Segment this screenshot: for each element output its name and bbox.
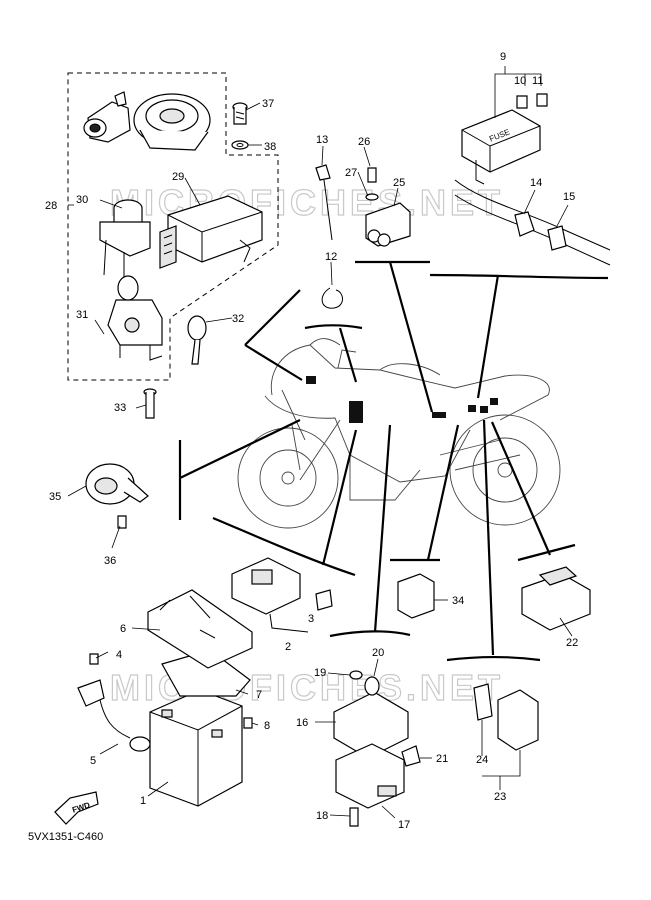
steering-lock-assembly-part[interactable] bbox=[107, 275, 163, 361]
callout-28: 28 bbox=[45, 200, 57, 212]
callout-5: 5 bbox=[90, 755, 96, 767]
battery-part[interactable] bbox=[149, 689, 243, 807]
ecu-17-part[interactable] bbox=[335, 743, 405, 809]
callout-labels: 1 2 3 4 5 6 7 8 9 10 11 12 13 14 15 16 1… bbox=[45, 51, 578, 831]
starter-relay-2-part[interactable] bbox=[231, 557, 309, 633]
module-22-part[interactable] bbox=[521, 566, 591, 631]
callout-18: 18 bbox=[316, 810, 328, 822]
battery-lead-5-part[interactable] bbox=[77, 679, 151, 752]
callout-leaders bbox=[67, 66, 573, 819]
callout-1: 1 bbox=[140, 795, 146, 807]
callout-33: 33 bbox=[114, 402, 126, 414]
clamp-21-part[interactable] bbox=[401, 745, 421, 767]
callout-25: 25 bbox=[393, 177, 405, 189]
callout-9: 9 bbox=[500, 51, 506, 63]
callout-21: 21 bbox=[436, 753, 448, 765]
callout-24: 24 bbox=[476, 754, 488, 766]
bolt-36-part[interactable] bbox=[117, 515, 127, 529]
callout-11: 11 bbox=[532, 75, 543, 87]
relay-34-part[interactable] bbox=[397, 573, 435, 619]
bolt-33-part[interactable] bbox=[143, 388, 157, 419]
diagram-code: 5VX1351-C460 bbox=[28, 831, 103, 843]
key-cylinder-part[interactable] bbox=[83, 91, 131, 143]
fuse-3-part[interactable] bbox=[315, 589, 333, 611]
callout-10: 10 bbox=[514, 75, 526, 87]
callout-22: 22 bbox=[566, 637, 578, 649]
callout-14: 14 bbox=[530, 177, 542, 189]
callout-3: 3 bbox=[308, 613, 314, 625]
callout-35: 35 bbox=[49, 491, 61, 503]
callout-19: 19 bbox=[314, 667, 326, 679]
band-12-part[interactable] bbox=[321, 287, 343, 309]
bolt-37-part[interactable] bbox=[232, 102, 248, 125]
callout-8: 8 bbox=[264, 720, 270, 732]
callout-30: 30 bbox=[76, 194, 88, 206]
washer-38-part[interactable] bbox=[231, 140, 249, 150]
leader-brackets bbox=[178, 260, 609, 662]
callout-4: 4 bbox=[116, 649, 122, 661]
key-part[interactable] bbox=[187, 315, 207, 365]
bolt-18-part[interactable] bbox=[349, 807, 359, 827]
callout-34: 34 bbox=[452, 595, 464, 607]
relay-25-part[interactable] bbox=[365, 202, 411, 247]
damper-20-part[interactable] bbox=[364, 676, 380, 696]
wire-harness-14-15-part[interactable] bbox=[454, 179, 611, 266]
bolt-4-part[interactable] bbox=[89, 653, 99, 665]
fuse-11-part[interactable] bbox=[536, 93, 548, 107]
callout-32: 32 bbox=[232, 313, 244, 325]
washer-27-part[interactable] bbox=[365, 193, 379, 201]
callout-15: 15 bbox=[563, 191, 575, 203]
wire-clip-13-part[interactable] bbox=[315, 164, 333, 241]
motorcycle-outline bbox=[237, 338, 561, 529]
callout-36: 36 bbox=[104, 555, 116, 567]
callout-26: 26 bbox=[358, 136, 370, 148]
callout-13: 13 bbox=[316, 134, 328, 146]
ecu-unit-part[interactable] bbox=[159, 195, 263, 269]
callout-31: 31 bbox=[76, 309, 88, 321]
callout-29: 29 bbox=[172, 171, 184, 183]
fuel-cap-lock-part[interactable] bbox=[133, 93, 211, 151]
fuse-10-part[interactable] bbox=[516, 95, 528, 109]
ignition-cylinder-part[interactable] bbox=[99, 199, 151, 280]
fwd-arrow-icon: FWD bbox=[54, 791, 99, 825]
callout-37: 37 bbox=[262, 98, 274, 110]
callout-12: 12 bbox=[325, 251, 337, 263]
relay-23-part[interactable] bbox=[497, 689, 539, 751]
fuse-box-part[interactable]: FUSE bbox=[461, 109, 541, 185]
horn-part[interactable] bbox=[85, 463, 149, 505]
callout-16: 16 bbox=[296, 717, 308, 729]
callout-27: 27 bbox=[345, 167, 357, 179]
battery-box-6-part[interactable] bbox=[147, 589, 253, 669]
callout-2: 2 bbox=[285, 641, 291, 653]
nut-19-part[interactable] bbox=[349, 670, 363, 680]
group-28-dashed-outline bbox=[67, 72, 279, 381]
callout-20: 20 bbox=[372, 647, 384, 659]
bolt-8-part[interactable] bbox=[243, 717, 253, 729]
callout-38: 38 bbox=[264, 141, 276, 153]
bolt-26-part[interactable] bbox=[367, 167, 377, 183]
callout-7: 7 bbox=[256, 689, 262, 701]
callout-6: 6 bbox=[120, 623, 126, 635]
relay-24-part[interactable] bbox=[473, 683, 493, 721]
callout-17: 17 bbox=[398, 819, 410, 831]
callout-23: 23 bbox=[494, 791, 506, 803]
